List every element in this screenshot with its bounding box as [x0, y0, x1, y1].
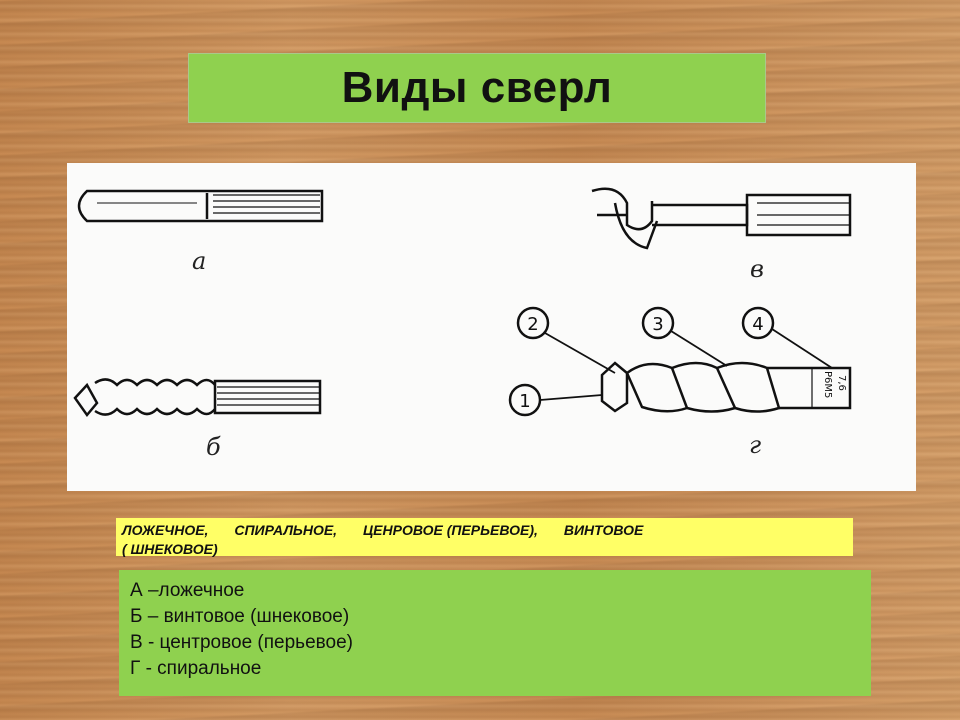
callout-3-label: 3 — [652, 314, 663, 335]
drill-figure: 2 3 4 1 7,6 Р6М5 а б в г — [67, 163, 916, 491]
type-auger: ( ШНЕКОВОЕ) — [122, 541, 218, 557]
type-twist: СПИРАЛЬНОЕ, — [234, 522, 338, 538]
drill-marking-steel: Р6М5 — [822, 371, 833, 398]
callout-2-label: 2 — [527, 314, 538, 335]
legend-item-a: А –ложечное — [130, 580, 245, 601]
callout-1-label: 1 — [519, 391, 530, 412]
drill-marking-size: 7,6 — [836, 375, 847, 391]
legend-item-v: В - центровое (перьевое) — [130, 632, 353, 653]
legend-item-b: Б – винтовое (шнековое) — [130, 606, 350, 627]
figure-label-v: в — [750, 255, 764, 283]
auger-drill — [73, 378, 322, 418]
title-banner: Виды сверл — [188, 53, 766, 123]
spoon-drill — [77, 189, 324, 223]
callout-4 — [741, 306, 775, 340]
drill-drawings: 2 3 4 1 7,6 Р6М5 — [73, 187, 852, 418]
type-center: ЦЕНРОВОЕ (ПЕРЬЕВОЕ), — [362, 522, 538, 538]
slide-title: Виды сверл — [341, 63, 613, 112]
figure-label-b: б — [206, 433, 221, 461]
twist-drill — [600, 361, 852, 413]
figure-label-g: г — [749, 431, 762, 459]
figure-label-a: а — [192, 247, 207, 275]
legend-item-g: Г - спиральное — [130, 658, 262, 679]
type-screw: ВИНТОВОЕ — [563, 522, 644, 538]
center-drill — [591, 187, 852, 250]
drill-types-list: ЛОЖЕЧНОЕ, СПИРАЛЬНОЕ, ЦЕНРОВОЕ (ПЕРЬЕВОЕ… — [116, 518, 853, 557]
callout-2 — [516, 306, 550, 340]
callout-4-label: 4 — [752, 314, 763, 335]
callout-3 — [641, 306, 675, 340]
type-spoon: ЛОЖЕЧНОЕ, — [122, 522, 209, 538]
legend-box: А –ложечное Б – винтовое (шнековое) В - … — [119, 570, 871, 696]
